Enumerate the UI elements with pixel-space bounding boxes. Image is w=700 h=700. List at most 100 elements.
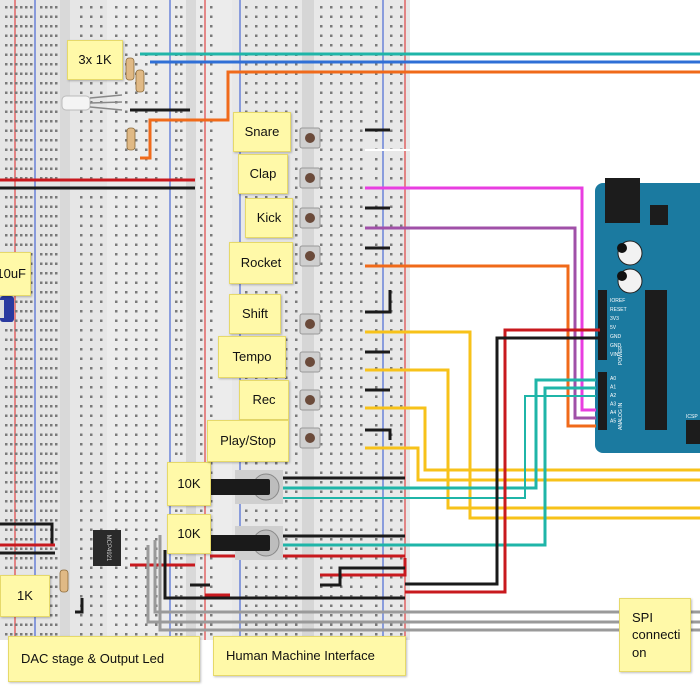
breadboard-hole xyxy=(115,148,118,151)
breadboard-hole xyxy=(400,329,403,332)
breadboard-hole xyxy=(25,462,28,465)
breadboard-hole xyxy=(375,224,378,227)
breadboard-hole xyxy=(375,177,378,180)
breadboard-hole xyxy=(255,72,258,75)
breadboard-hole xyxy=(55,481,58,484)
breadboard-hole xyxy=(135,367,138,370)
breadboard-hole xyxy=(45,452,48,455)
breadboard-hole xyxy=(90,120,93,123)
breadboard-hole xyxy=(275,462,278,465)
breadboard-hole xyxy=(375,101,378,104)
breadboard-hole xyxy=(330,129,333,132)
breadboard-hole xyxy=(210,101,213,104)
breadboard-hole xyxy=(350,367,353,370)
breadboard-hole xyxy=(145,386,148,389)
breadboard-hole xyxy=(115,272,118,275)
breadboard-hole xyxy=(90,414,93,417)
breadboard-hole xyxy=(390,367,393,370)
breadboard-hole xyxy=(50,82,53,85)
breadboard-hole xyxy=(200,44,203,47)
breadboard-hole xyxy=(210,300,213,303)
pushbuttons xyxy=(299,127,321,449)
breadboard-hole xyxy=(200,310,203,313)
pushbutton-icon xyxy=(299,313,321,335)
breadboard-hole xyxy=(375,234,378,237)
breadboard-hole xyxy=(330,319,333,322)
breadboard-hole xyxy=(90,129,93,132)
breadboard-hole xyxy=(285,538,288,541)
breadboard-hole xyxy=(255,633,258,636)
breadboard-hole xyxy=(135,462,138,465)
breadboard-hole xyxy=(400,528,403,531)
breadboard-hole xyxy=(100,500,103,503)
breadboard-hole xyxy=(210,148,213,151)
breadboard-hole xyxy=(25,148,28,151)
breadboard-hole xyxy=(25,547,28,550)
breadboard-hole xyxy=(30,414,33,417)
breadboard-hole xyxy=(125,34,128,37)
breadboard-hole xyxy=(320,72,323,75)
breadboard-hole xyxy=(340,110,343,113)
breadboard-hole xyxy=(20,224,23,227)
breadboard-hole xyxy=(5,405,8,408)
breadboard-hole xyxy=(30,72,33,75)
breadboard-hole xyxy=(210,243,213,246)
breadboard-hole xyxy=(175,167,178,170)
breadboard-hole xyxy=(330,443,333,446)
breadboard-hole xyxy=(320,386,323,389)
breadboard-hole xyxy=(255,15,258,18)
breadboard-hole xyxy=(115,224,118,227)
breadboard-hole xyxy=(295,585,298,588)
breadboard-hole xyxy=(30,253,33,256)
breadboard-hole xyxy=(40,158,43,161)
breadboard-hole xyxy=(30,34,33,37)
breadboard-hole xyxy=(390,395,393,398)
breadboard-hole xyxy=(360,576,363,579)
breadboard-hole xyxy=(145,443,148,446)
breadboard-hole xyxy=(40,110,43,113)
breadboard-hole xyxy=(200,110,203,113)
breadboard-hole xyxy=(90,291,93,294)
breadboard-hole xyxy=(330,91,333,94)
breadboard-hole xyxy=(350,338,353,341)
breadboard-hole xyxy=(340,224,343,227)
breadboard-hole xyxy=(400,310,403,313)
breadboard-hole xyxy=(330,338,333,341)
breadboard-hole xyxy=(55,129,58,132)
breadboard-hole xyxy=(400,63,403,66)
breadboard-hole xyxy=(200,386,203,389)
breadboard-hole xyxy=(115,291,118,294)
breadboard-hole xyxy=(330,490,333,493)
breadboard-hole xyxy=(55,196,58,199)
breadboard-hole xyxy=(400,177,403,180)
breadboard-hole xyxy=(340,167,343,170)
breadboard-hole xyxy=(30,405,33,408)
breadboard-hole xyxy=(125,414,128,417)
breadboard-hole xyxy=(320,224,323,227)
breadboard-hole xyxy=(295,177,298,180)
breadboard-hole xyxy=(45,63,48,66)
breadboard-hole xyxy=(55,253,58,256)
breadboard-hole xyxy=(30,386,33,389)
breadboard-hole xyxy=(255,566,258,569)
breadboard-hole xyxy=(390,63,393,66)
breadboard-hole xyxy=(55,310,58,313)
breadboard-hole xyxy=(30,139,33,142)
breadboard-hole xyxy=(115,462,118,465)
breadboard-hole xyxy=(50,262,53,265)
breadboard-hole xyxy=(285,547,288,550)
breadboard-hole xyxy=(245,101,248,104)
breadboard-hole xyxy=(175,557,178,560)
breadboard-hole xyxy=(80,576,83,579)
breadboard-hole xyxy=(390,6,393,9)
breadboard-hole xyxy=(45,224,48,227)
breadboard-hole xyxy=(295,158,298,161)
breadboard-hole xyxy=(5,566,8,569)
breadboard-hole xyxy=(330,243,333,246)
breadboard-hole xyxy=(285,519,288,522)
breadboard-hole xyxy=(255,34,258,37)
breadboard-hole xyxy=(295,243,298,246)
breadboard-hole xyxy=(30,471,33,474)
breadboard-hole xyxy=(275,614,278,617)
